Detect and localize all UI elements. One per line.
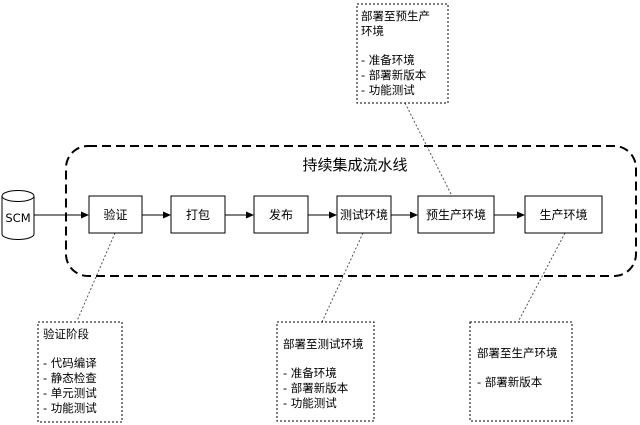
- stage-pre-prod-label: 预生产环境: [426, 207, 486, 222]
- note-validate-item: - 功能测试: [43, 401, 97, 415]
- note-prod-title: 部署至生产环境: [477, 346, 558, 360]
- note-test-env-item: - 功能测试: [283, 396, 337, 410]
- note-validate-item: - 静态检查: [43, 371, 97, 385]
- stage-prod-label: 生产环境: [539, 207, 587, 222]
- stage-test-env: 测试环境: [336, 195, 392, 234]
- stage-pre-prod: 预生产环境: [417, 195, 495, 234]
- stage-prod: 生产环境: [524, 195, 603, 234]
- stage-test-env-label: 测试环境: [340, 207, 388, 222]
- stage-validate: 验证: [88, 195, 143, 234]
- note-pre-prod: 部署至预生产 环境 - 准备环境 - 部署新版本 - 功能测试: [356, 3, 449, 104]
- note-pre-prod-title-line1: 部署至预生产: [361, 9, 430, 23]
- stage-publish-label: 发布: [269, 207, 293, 222]
- note-pre-prod-item: - 功能测试: [361, 83, 415, 97]
- stage-validate-label: 验证: [103, 207, 127, 222]
- note-test-env-item: - 部署新版本: [283, 381, 349, 395]
- note-test-env-item: - 准备环境: [283, 366, 337, 380]
- pipeline-title: 持续集成流水线: [302, 156, 407, 174]
- note-pre-prod-item: - 部署新版本: [361, 68, 427, 82]
- note-validate-title: 验证阶段: [43, 327, 89, 341]
- note-pre-prod-title-line2: 环境: [361, 24, 384, 38]
- scm-cylinder: SCM: [1, 190, 35, 240]
- pipeline-boundary: [65, 145, 637, 277]
- note-test-env: 部署至测试环境 - 准备环境 - 部署新版本 - 功能测试: [276, 321, 375, 422]
- connector-pre-prod-note: [404, 102, 453, 197]
- note-test-env-title: 部署至测试环境: [283, 337, 364, 351]
- note-pre-prod-item: - 准备环境: [361, 53, 415, 67]
- note-prod-item: - 部署新版本: [477, 375, 543, 389]
- note-validate: 验证阶段 - 代码编译 - 静态检查 - 单元测试 - 功能测试: [37, 321, 123, 423]
- stage-package-label: 打包: [186, 208, 210, 222]
- stage-publish: 发布: [253, 195, 309, 234]
- note-validate-item: - 代码编译: [43, 356, 97, 370]
- connector-test-env-note: [321, 232, 364, 323]
- scm-label: SCM: [5, 211, 30, 225]
- stage-package: 打包: [170, 195, 226, 234]
- note-validate-item: - 单元测试: [43, 386, 97, 400]
- note-prod: 部署至生产环境 - 部署新版本: [469, 321, 573, 422]
- connector-prod-note: [517, 232, 566, 323]
